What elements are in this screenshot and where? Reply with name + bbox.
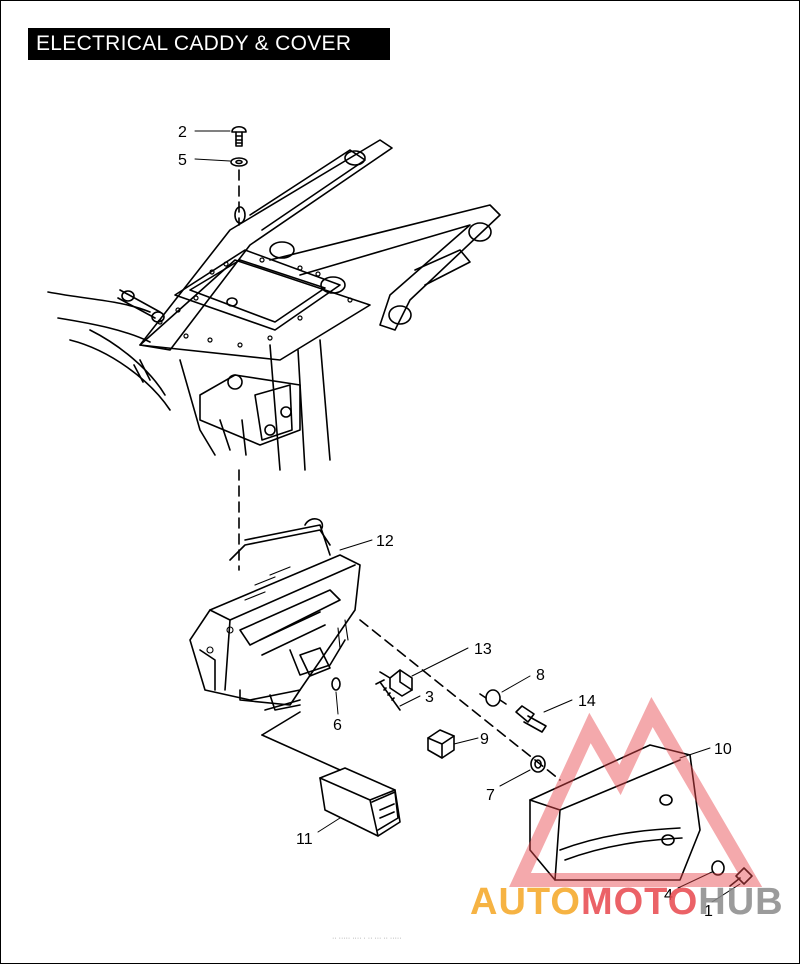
automotohub-watermark: AUTOMOTOHUB — [470, 696, 784, 923]
callout-labels: 2 5 12 13 3 6 8 9 14 7 10 11 4 1 — [178, 124, 732, 920]
callout-10: 10 — [714, 741, 732, 758]
callout-4: 4 — [664, 887, 673, 904]
watermark-auto: AUTO — [470, 881, 581, 923]
callout-7: 7 — [486, 787, 495, 804]
module-part-11 — [319, 767, 401, 837]
callout-2: 2 — [178, 124, 187, 141]
callout-11: 11 — [296, 831, 313, 848]
callout-12: 12 — [376, 533, 394, 550]
washer-part-5 — [230, 157, 248, 167]
callout-14: 14 — [578, 693, 596, 710]
callout-1: 1 — [704, 903, 713, 920]
cover-part-10 — [529, 744, 701, 881]
watermark-hub: HUB — [698, 881, 783, 923]
diagram-title: ELECTRICAL CADDY & COVER — [28, 28, 390, 60]
callout-9: 9 — [480, 731, 489, 748]
grommet-part-8 — [479, 689, 507, 707]
callout-3: 3 — [425, 689, 434, 706]
screw-part-2 — [231, 125, 247, 147]
relay-part-9 — [427, 729, 455, 759]
callout-13: 13 — [474, 641, 492, 658]
callout-8: 8 — [536, 667, 545, 684]
callout-5: 5 — [178, 152, 187, 169]
fuse-part-13 — [379, 669, 413, 697]
motorcycle-frame — [47, 139, 501, 471]
washer-part-6 — [331, 677, 341, 691]
screw-part-3 — [375, 679, 401, 711]
svg-text:AUTOMOTOHUB: AUTOMOTOHUB — [470, 881, 784, 923]
watermark-moto: MOTO — [581, 881, 698, 923]
leader-lines — [194, 130, 741, 903]
washer-part-4 — [711, 860, 725, 876]
electrical-caddy-part-12 — [189, 518, 361, 711]
screw-part-1 — [729, 867, 753, 887]
nut-part-7 — [530, 755, 546, 773]
stud-part-14 — [515, 705, 547, 733]
callout-6: 6 — [333, 717, 342, 734]
footer-text: ·· ····· ···· · ·· ··· ·· ····· — [332, 935, 402, 942]
